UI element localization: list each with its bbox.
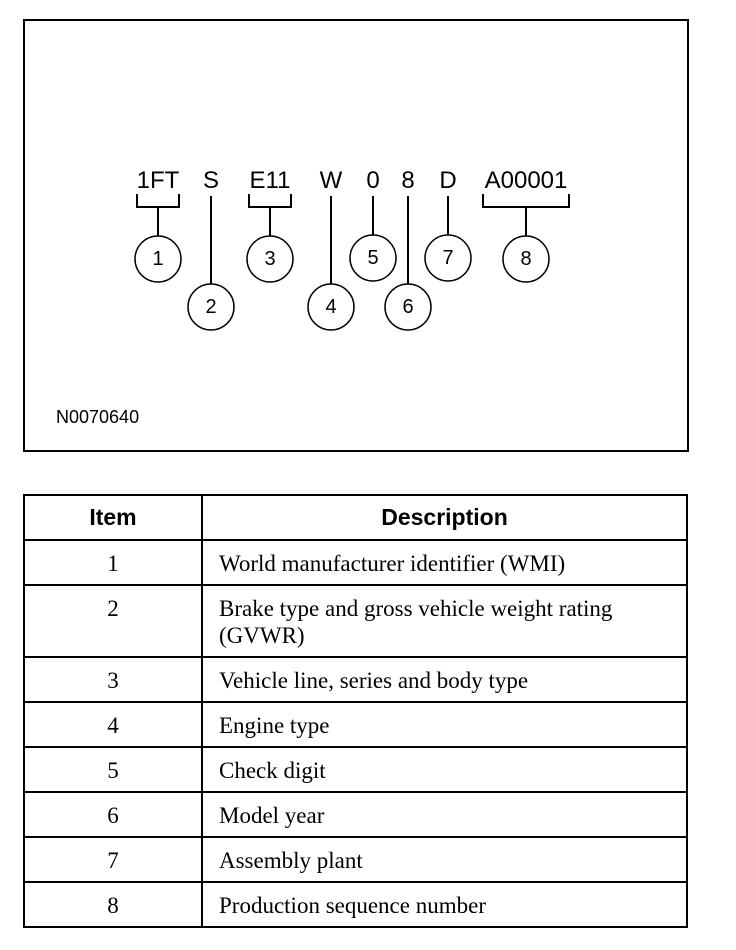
callout-3-label: 3 — [264, 248, 275, 270]
callout-7-label: 7 — [442, 247, 453, 269]
description-column-header: Description — [201, 494, 688, 541]
callout-4: 4 — [307, 283, 355, 331]
table-row: 1 World manufacturer identifier (WMI) — [23, 539, 688, 586]
callout-2-label: 2 — [205, 296, 216, 318]
callout-8: 8 — [502, 235, 550, 283]
callout-8-label: 8 — [520, 248, 531, 270]
table-row: 8 Production sequence number — [23, 881, 688, 928]
table-row: 7 Assembly plant — [23, 836, 688, 883]
item-number: 4 — [23, 701, 203, 748]
vin-segment-8: A00001 — [485, 167, 568, 194]
diagram-frame — [23, 19, 689, 452]
item-number: 8 — [23, 881, 203, 928]
item-description: Assembly plant — [201, 836, 688, 883]
item-description: Brake type and gross vehicle weight rati… — [201, 584, 688, 658]
table-row: 5 Check digit — [23, 746, 688, 793]
callout-4-label: 4 — [325, 296, 336, 318]
bracket-3 — [248, 194, 292, 208]
item-number: 3 — [23, 656, 203, 703]
callout-6-label: 6 — [402, 296, 413, 318]
bracket-8 — [482, 194, 570, 208]
callout-1-label: 1 — [152, 248, 163, 270]
vin-segment-4: W — [320, 167, 343, 194]
item-description: Engine type — [201, 701, 688, 748]
item-description: Vehicle line, series and body type — [201, 656, 688, 703]
callout-2: 2 — [187, 283, 235, 331]
item-number: 2 — [23, 584, 203, 658]
bracket-1 — [136, 194, 180, 208]
item-number: 5 — [23, 746, 203, 793]
vin-description-table: Item Description 1 World manufacturer id… — [23, 494, 688, 928]
item-description: Production sequence number — [201, 881, 688, 928]
vin-diagram: 1FT S E11 W 0 8 D A00001 1 2 3 4 5 6 7 — [56, 167, 570, 427]
item-description: World manufacturer identifier (WMI) — [201, 539, 688, 586]
item-description: Model year — [201, 791, 688, 838]
vin-segment-1: 1FT — [137, 167, 180, 194]
vin-segment-7: D — [439, 167, 456, 194]
item-description: Check digit — [201, 746, 688, 793]
table-row: 6 Model year — [23, 791, 688, 838]
item-number: 6 — [23, 791, 203, 838]
callout-1: 1 — [134, 235, 182, 283]
item-number: 7 — [23, 836, 203, 883]
callout-3: 3 — [246, 235, 294, 283]
table-row: 2 Brake type and gross vehicle weight ra… — [23, 584, 688, 658]
callout-7: 7 — [424, 234, 472, 282]
vin-segment-6: 8 — [401, 167, 414, 194]
item-column-header: Item — [23, 494, 203, 541]
vin-segment-3: E11 — [250, 167, 291, 194]
item-number: 1 — [23, 539, 203, 586]
diagram-reference-code: N0070640 — [56, 407, 139, 427]
table-header-row: Item Description — [23, 494, 688, 541]
table-row: 3 Vehicle line, series and body type — [23, 656, 688, 703]
callout-6: 6 — [384, 283, 432, 331]
callout-5: 5 — [349, 234, 397, 282]
callout-5-label: 5 — [367, 247, 378, 269]
vin-segment-2: S — [203, 167, 219, 194]
table-row: 4 Engine type — [23, 701, 688, 748]
vin-segment-5: 0 — [366, 167, 379, 194]
